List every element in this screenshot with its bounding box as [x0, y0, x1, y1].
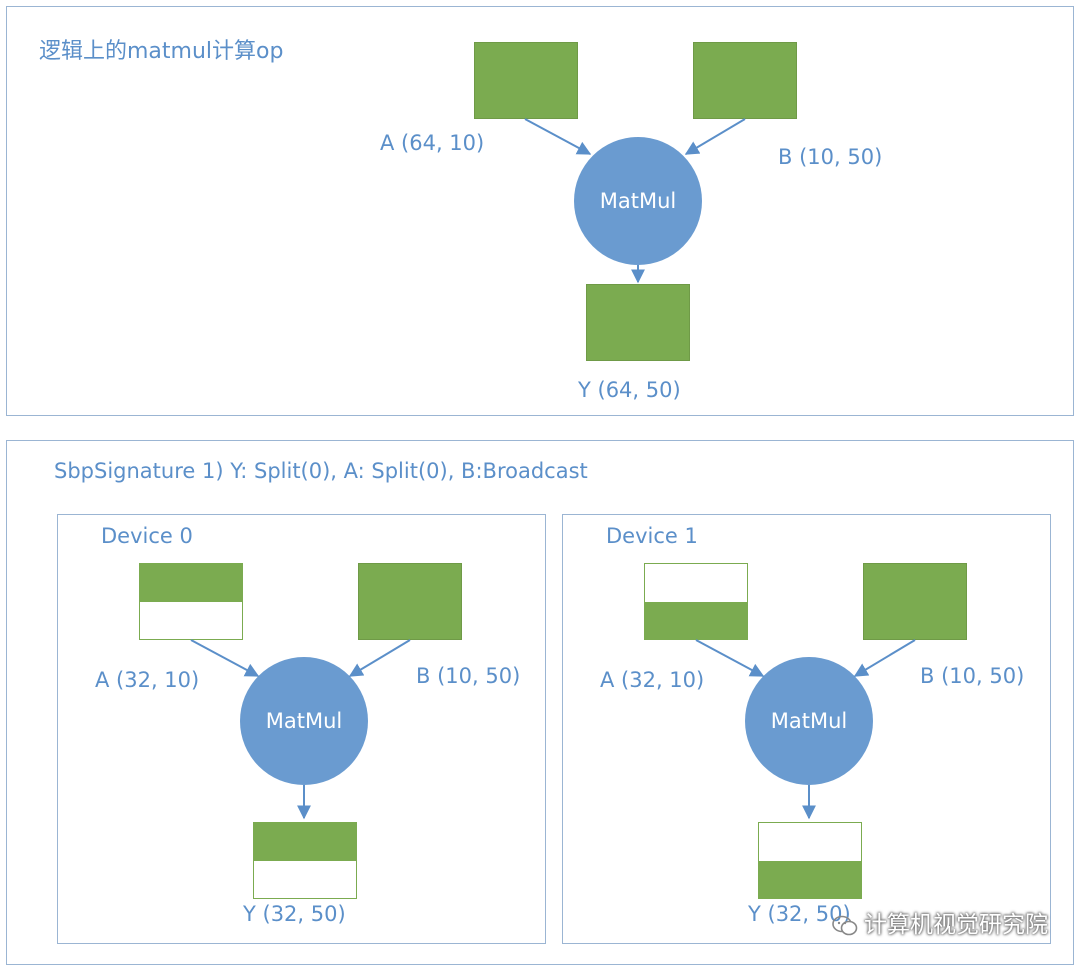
wechat-icon: [832, 915, 858, 935]
device-1-tensor-a-label: A (32, 10): [600, 668, 705, 692]
device-1-edge-b: [853, 639, 916, 677]
device-0-label: Device 0: [101, 524, 193, 548]
tensor-b-label: B (10, 50): [778, 145, 883, 169]
device-0-tensor-a: [139, 563, 243, 640]
matmul-node-label: MatMul: [599, 189, 677, 213]
tensor-b-full: [693, 42, 797, 119]
device-1-tensor-b: [863, 563, 967, 640]
logical-panel-title: 逻辑上的matmul计算op: [39, 39, 284, 64]
tensor-a-label: A (64, 10): [380, 131, 485, 155]
matmul-node: MatMul: [574, 137, 702, 265]
device-0-tensor-b-label: B (10, 50): [416, 664, 521, 688]
sbp-panel-title: SbpSignature 1) Y: Split(0), A: Split(0)…: [54, 459, 588, 483]
device-0-tensor-b: [358, 563, 462, 640]
device-0-edge-b: [348, 639, 411, 677]
device-0-tensor-a-label: A (32, 10): [95, 668, 200, 692]
tensor-y-full: [586, 284, 690, 361]
device-0-tensor-a-shard: [140, 564, 242, 602]
watermark-text: 计算机视觉研究院: [864, 912, 1048, 938]
device-1-matmul-node: MatMul: [745, 657, 873, 785]
device-0-matmul-node: MatMul: [240, 657, 368, 785]
edge-b-to-matmul: [684, 118, 746, 155]
watermark: 计算机视觉研究院: [832, 905, 1048, 939]
device-1-tensor-b-label: B (10, 50): [920, 664, 1025, 688]
device-0-tensor-y: [253, 822, 357, 899]
device-1-tensor-a-shard: [645, 601, 747, 639]
device-1-tensor-y: [758, 822, 862, 899]
device-1-matmul-label: MatMul: [770, 709, 848, 733]
device-0-matmul-label: MatMul: [265, 709, 343, 733]
device-1-label: Device 1: [606, 524, 698, 548]
device-0-tensor-y-label: Y (32, 50): [243, 902, 346, 926]
device-1-tensor-a: [644, 563, 748, 640]
device-1-edge-a: [695, 639, 765, 677]
device-1-tensor-y-shard: [759, 860, 861, 898]
edge-a-to-matmul: [524, 118, 592, 155]
tensor-y-label: Y (64, 50): [578, 378, 681, 402]
device-0-edge-a: [190, 639, 260, 677]
device-0-tensor-y-shard: [254, 823, 356, 861]
